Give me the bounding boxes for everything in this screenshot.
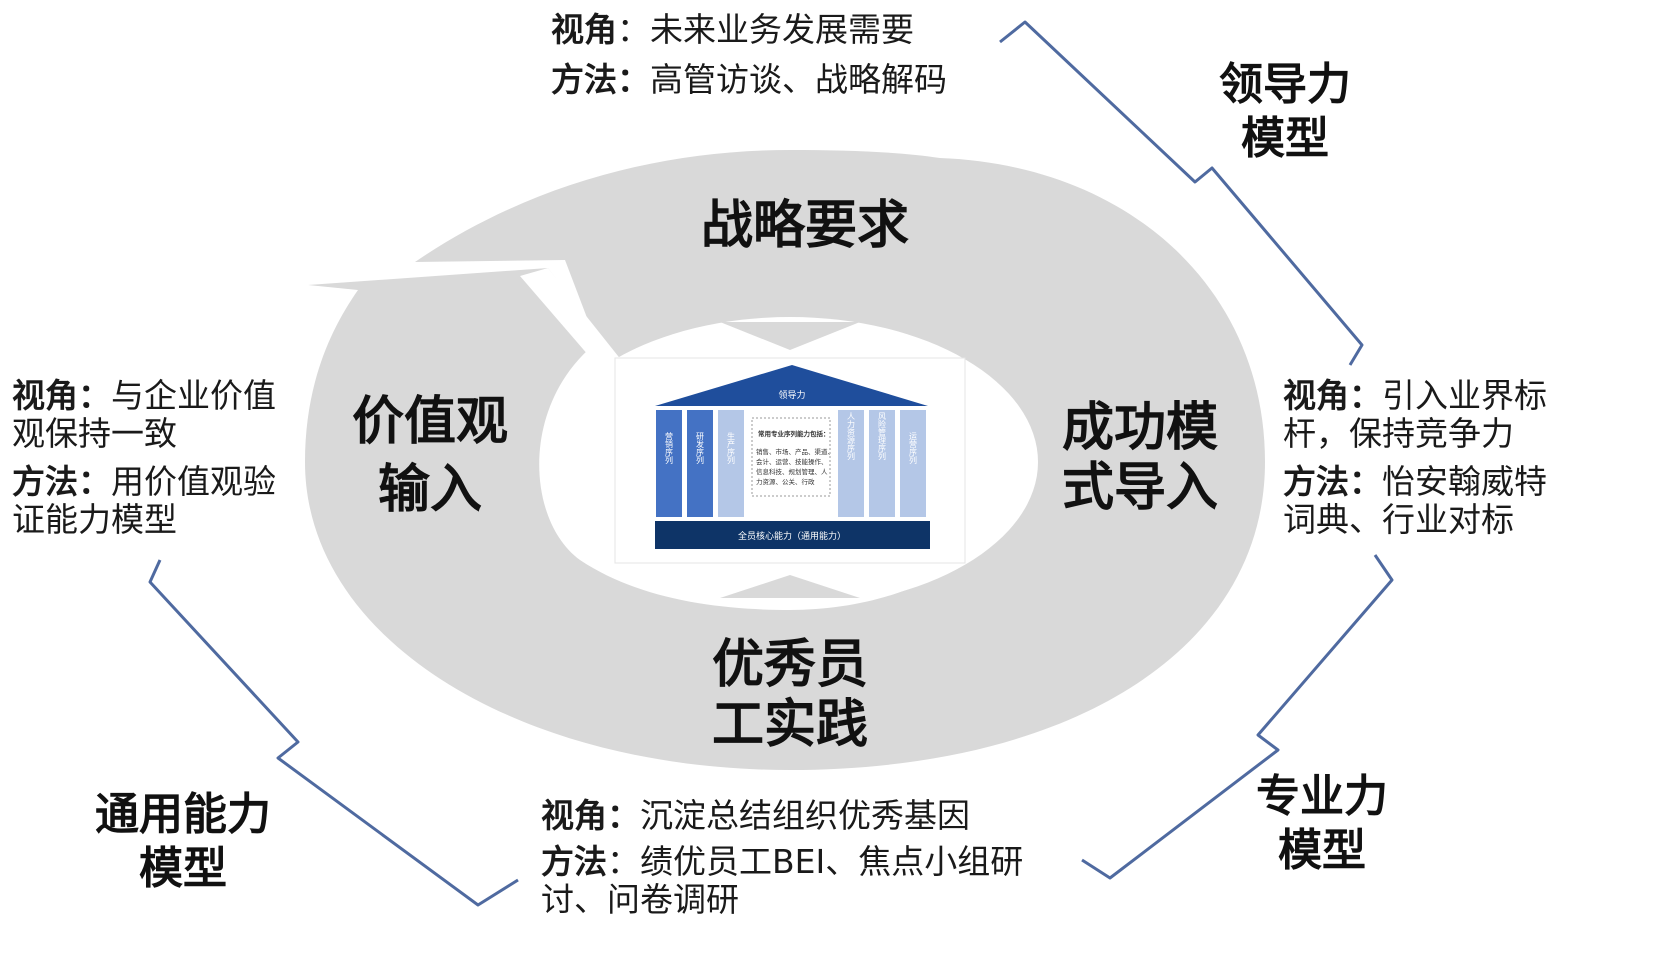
- bottom-view-key: 视角：: [541, 796, 640, 835]
- pillar-5-label: 风险管理序列: [878, 412, 887, 461]
- right-view-key: 视角：: [1283, 376, 1382, 415]
- general-model-label: 通用能力 模型: [78, 788, 288, 896]
- center-line-4: 力资源、公关、行政: [756, 477, 815, 486]
- center-line-3: 信息科技、规划管理、人: [756, 467, 828, 476]
- cycle-ring: [305, 150, 1265, 770]
- leadership-model-line-1: 领导力: [1219, 59, 1351, 110]
- left-view-line-1: 视角：与企业价值: [12, 376, 276, 416]
- pillar-2-label: 研发序列: [696, 432, 705, 465]
- ring-label-left-line-2: 输入: [377, 460, 482, 520]
- right-method-line-2: 词典、行业对标: [1283, 500, 1514, 540]
- bottom-method-line-1: 方法：绩优员工BEI、焦点小组研: [541, 842, 1023, 882]
- right-method-key: 方法：: [1283, 462, 1382, 501]
- professional-model-line-2: 模型: [1278, 825, 1366, 876]
- ring-label-top-text: 战略要求: [700, 196, 909, 256]
- ring-arrow-notch: [520, 268, 645, 390]
- bottom-method-key: 方法: [541, 842, 607, 881]
- ring-label-bottom-line-2: 工实践: [711, 695, 868, 755]
- ring-label-right: 成功模 式导入: [1050, 398, 1230, 518]
- left-view-line-2: 观保持一致: [12, 414, 177, 454]
- bottom-view-value: 沉淀总结组织优秀基因: [640, 796, 970, 835]
- bracket-bottom-right: [1081, 554, 1394, 880]
- center-line-2: 会计、运营、技能操作、: [756, 457, 828, 466]
- leadership-model-label: 领导力 模型: [1195, 58, 1375, 166]
- general-model-line-2: 模型: [139, 843, 227, 894]
- professional-model-line-1: 专业力: [1256, 771, 1388, 822]
- pillar-4-label: 人力资源序列: [847, 412, 856, 461]
- left-method-line-2: 证能力模型: [12, 500, 177, 540]
- right-view-line-1: 视角：引入业界标: [1283, 376, 1547, 416]
- ring-label-right-line-1: 成功模: [1061, 398, 1218, 458]
- house-roof-label: 领导力: [778, 389, 805, 401]
- left-view-key: 视角：: [12, 376, 111, 415]
- top-method-value: 高管访谈、战略解码: [650, 60, 947, 99]
- top-chevron: [720, 322, 860, 350]
- left-method-key: 方法：: [12, 462, 111, 501]
- center-line-1: 销售、市场、产品、渠道、: [756, 447, 834, 456]
- house-base: [655, 521, 930, 549]
- bottom-method-line-2: 讨、问卷调研: [541, 880, 739, 920]
- left-method-value-1: 用价值观验: [111, 462, 276, 501]
- top-method-key: 方法：: [551, 60, 650, 99]
- professional-model-label: 专业力 模型: [1232, 770, 1412, 878]
- bracket-bottom-left: [148, 559, 519, 907]
- house-base-label: 全员核心能力（通用能力）: [738, 530, 846, 542]
- right-method-value-2: 词典、行业对标: [1283, 500, 1514, 539]
- general-model-line-1: 通用能力: [95, 789, 271, 840]
- right-view-line-2: 杆，保持竞争力: [1283, 414, 1514, 454]
- ring-label-left: 价值观 输入: [335, 392, 525, 520]
- pillar-3-label: 生产序列: [727, 431, 736, 465]
- ring-label-bottom: 优秀员 工实践: [700, 635, 880, 755]
- top-view-key: 视角: [551, 10, 617, 49]
- pillar-1-label: 营销序列: [665, 431, 674, 465]
- pillar-6-label: 运营序列: [909, 432, 918, 465]
- left-view-value-2: 观保持一致: [12, 414, 177, 453]
- pillar-6: [900, 410, 926, 517]
- pillar-2: [687, 410, 713, 517]
- bracket-top-right: [999, 20, 1364, 366]
- house-figure: 领导力 营销序列 研发序列 生产序列 人力资源序列 风险管理序列 运营序列 常用…: [614, 357, 966, 564]
- right-view-value-2: 杆，保持竞争力: [1283, 414, 1514, 453]
- top-method-line: 方法：高管访谈、战略解码: [551, 60, 947, 100]
- ring-label-top: 战略要求: [690, 196, 920, 256]
- left-method-line-1: 方法：用价值观验: [12, 462, 276, 502]
- right-method-line-1: 方法：怡安翰威特: [1283, 462, 1547, 502]
- left-view-value-1: 与企业价值: [111, 376, 276, 415]
- bottom-view-line: 视角：沉淀总结组织优秀基因: [541, 796, 970, 836]
- top-view-line: 视角：未来业务发展需要: [551, 10, 914, 49]
- right-view-value-1: 引入业界标: [1382, 376, 1547, 415]
- pillar-3: [718, 410, 744, 517]
- ring-label-left-line-1: 价值观: [351, 392, 508, 452]
- bottom-method-value-1: ：绩优员工BEI、焦点小组研: [607, 842, 1024, 881]
- top-view-value: 未来业务发展需要: [650, 10, 914, 49]
- ring-label-right-line-2: 式导入: [1061, 458, 1218, 518]
- leadership-model-line-2: 模型: [1241, 113, 1329, 164]
- bottom-chevron: [720, 575, 860, 598]
- center-title: 常用专业序列能力包括：: [758, 429, 830, 438]
- bottom-method-value-2: 讨、问卷调研: [541, 880, 739, 919]
- ring-label-bottom-line-1: 优秀员: [711, 635, 868, 695]
- left-method-value-2: 证能力模型: [12, 500, 177, 539]
- house-center-box: [751, 417, 831, 497]
- brackets: [148, 20, 1394, 907]
- pillar-4: [838, 410, 864, 517]
- right-method-value-1: 怡安翰威特: [1382, 462, 1547, 501]
- pillar-1: [656, 410, 682, 517]
- house-roof: [655, 365, 928, 406]
- pillar-5: [869, 410, 895, 517]
